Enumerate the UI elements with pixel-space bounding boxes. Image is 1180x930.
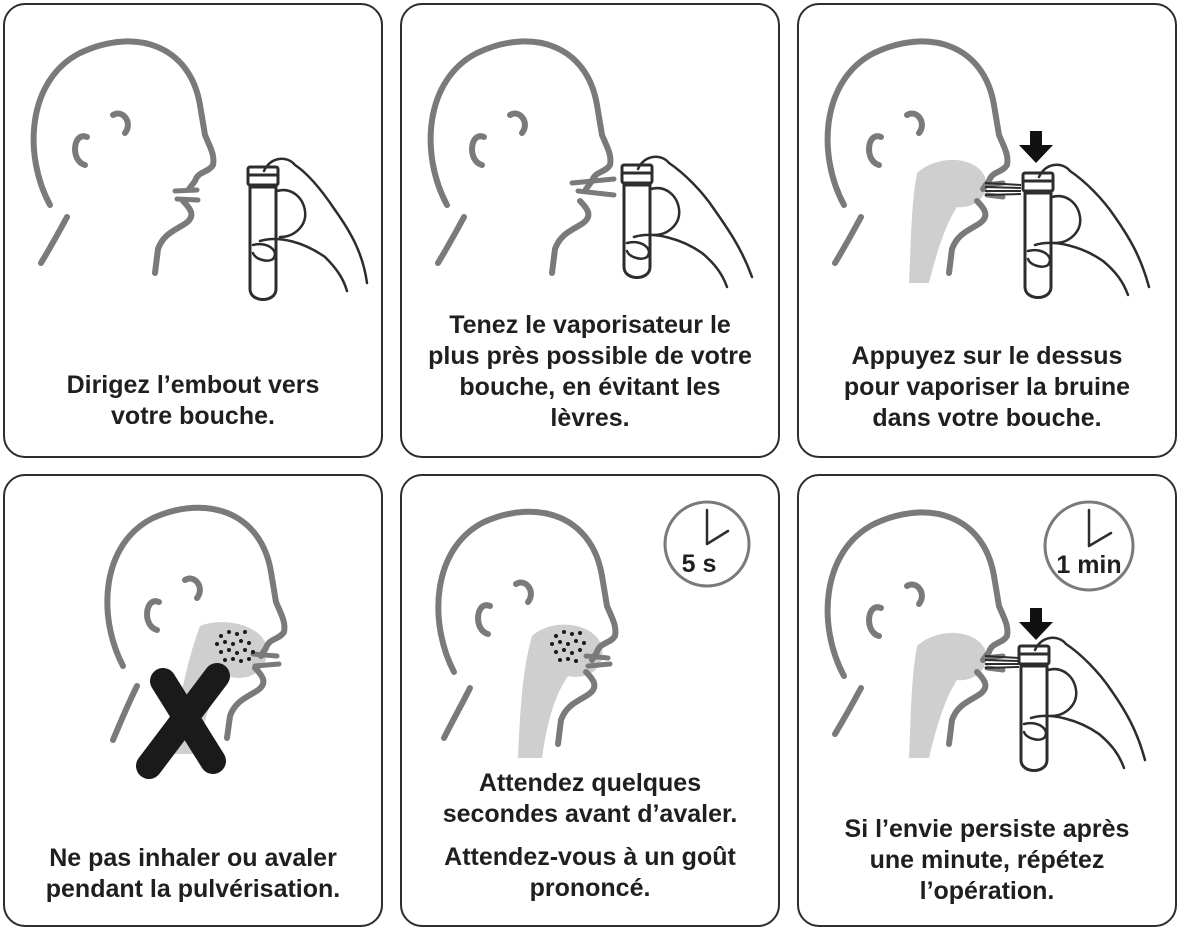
step-4-illustration — [104, 504, 288, 779]
lips-icon — [172, 187, 201, 203]
step-4-caption: Ne pas inhaler ou avaler pendant la pulv… — [5, 843, 381, 905]
head-profile-icon — [427, 38, 614, 276]
timer-label: 1 min — [1056, 551, 1121, 579]
step-panel-1: Dirigez l’embout vers votre bouche. — [3, 3, 383, 458]
spray-bottle-icon — [1021, 171, 1055, 299]
step-6-illustration: 1 min — [824, 500, 1147, 772]
cross-icon — [136, 663, 230, 779]
step-panel-6: 1 min Si l’envie persiste après une minu… — [797, 474, 1177, 927]
caption-line: pour vaporiser la bruine — [843, 373, 1131, 401]
throat-shading — [909, 632, 987, 758]
clock-icon: 5 s — [663, 500, 751, 588]
lips-icon — [583, 653, 613, 669]
head-profile-icon — [104, 504, 288, 743]
hand-icon — [251, 157, 369, 293]
step-6-caption: Si l’envie persiste après une minute, ré… — [799, 814, 1175, 907]
lips-icon — [250, 651, 282, 669]
spray-bottle-icon — [1017, 644, 1051, 772]
caption-line: l’opération. — [919, 877, 1055, 905]
caption-line: Dirigez l’embout vers — [66, 371, 320, 399]
step-3-illustration — [824, 38, 1151, 299]
caption-line: une minute, répétez — [869, 846, 1105, 874]
hand-icon — [625, 155, 754, 289]
caption-line: Si l’envie persiste après — [844, 815, 1130, 843]
caption-line: bouche, en évitant les — [459, 373, 721, 401]
step-5-illustration: 5 s — [435, 500, 751, 758]
mist-icon — [215, 630, 255, 663]
throat-shading — [518, 624, 603, 758]
head-profile-icon — [824, 509, 1011, 747]
head-profile-icon — [30, 38, 217, 276]
head-profile-icon — [824, 38, 1011, 276]
spray-bottle-icon — [246, 165, 280, 301]
hand-icon — [1022, 636, 1147, 770]
head-profile-icon — [435, 508, 619, 747]
caption-line: votre bouche. — [111, 402, 275, 430]
hand-icon — [1026, 163, 1151, 297]
mist-icon — [550, 630, 586, 663]
caption-line: plus près possible de votre — [428, 342, 752, 370]
caption-line: Appuyez sur le dessus — [851, 342, 1123, 370]
lips-icon — [569, 176, 617, 198]
caption-line: Tenez le vaporisateur le — [449, 311, 731, 339]
step-1-illustration — [30, 38, 369, 301]
spray-bottle-icon — [620, 163, 654, 279]
caption-line: dans votre bouche. — [872, 404, 1102, 432]
mist-icon — [984, 655, 1020, 669]
down-arrow-icon — [1019, 131, 1053, 163]
caption-line: secondes avant d’avaler. — [442, 800, 738, 828]
mist-icon — [984, 182, 1022, 196]
step-2-caption: Tenez le vaporisateur le plus près possi… — [402, 310, 778, 434]
step-1-caption: Dirigez l’embout vers votre bouche. — [5, 370, 381, 432]
throat-shading — [909, 159, 987, 283]
step-panel-5: 5 s Attendez quelques secondes avant d’a… — [400, 474, 780, 927]
caption-line: Attendez quelques — [478, 769, 702, 797]
caption-line: Ne pas inhaler ou avaler — [49, 844, 337, 872]
down-arrow-icon — [1019, 608, 1053, 640]
step-5-caption: Attendez quelques secondes avant d’avale… — [402, 768, 778, 904]
step-panel-4: Ne pas inhaler ou avaler pendant la pulv… — [3, 474, 383, 927]
caption-line: prononcé. — [529, 874, 651, 902]
step-panel-3: Appuyez sur le dessus pour vaporiser la … — [797, 3, 1177, 458]
clock-icon: 1 min — [1043, 500, 1135, 592]
step-2-illustration — [427, 38, 754, 289]
step-3-caption: Appuyez sur le dessus pour vaporiser la … — [799, 341, 1175, 434]
timer-label: 5 s — [682, 550, 717, 578]
caption-line: lèvres. — [550, 404, 630, 432]
caption-line: Attendez-vous à un goût — [444, 843, 736, 871]
step-panel-2: Tenez le vaporisateur le plus près possi… — [400, 3, 780, 458]
caption-line: pendant la pulvérisation. — [45, 875, 341, 903]
